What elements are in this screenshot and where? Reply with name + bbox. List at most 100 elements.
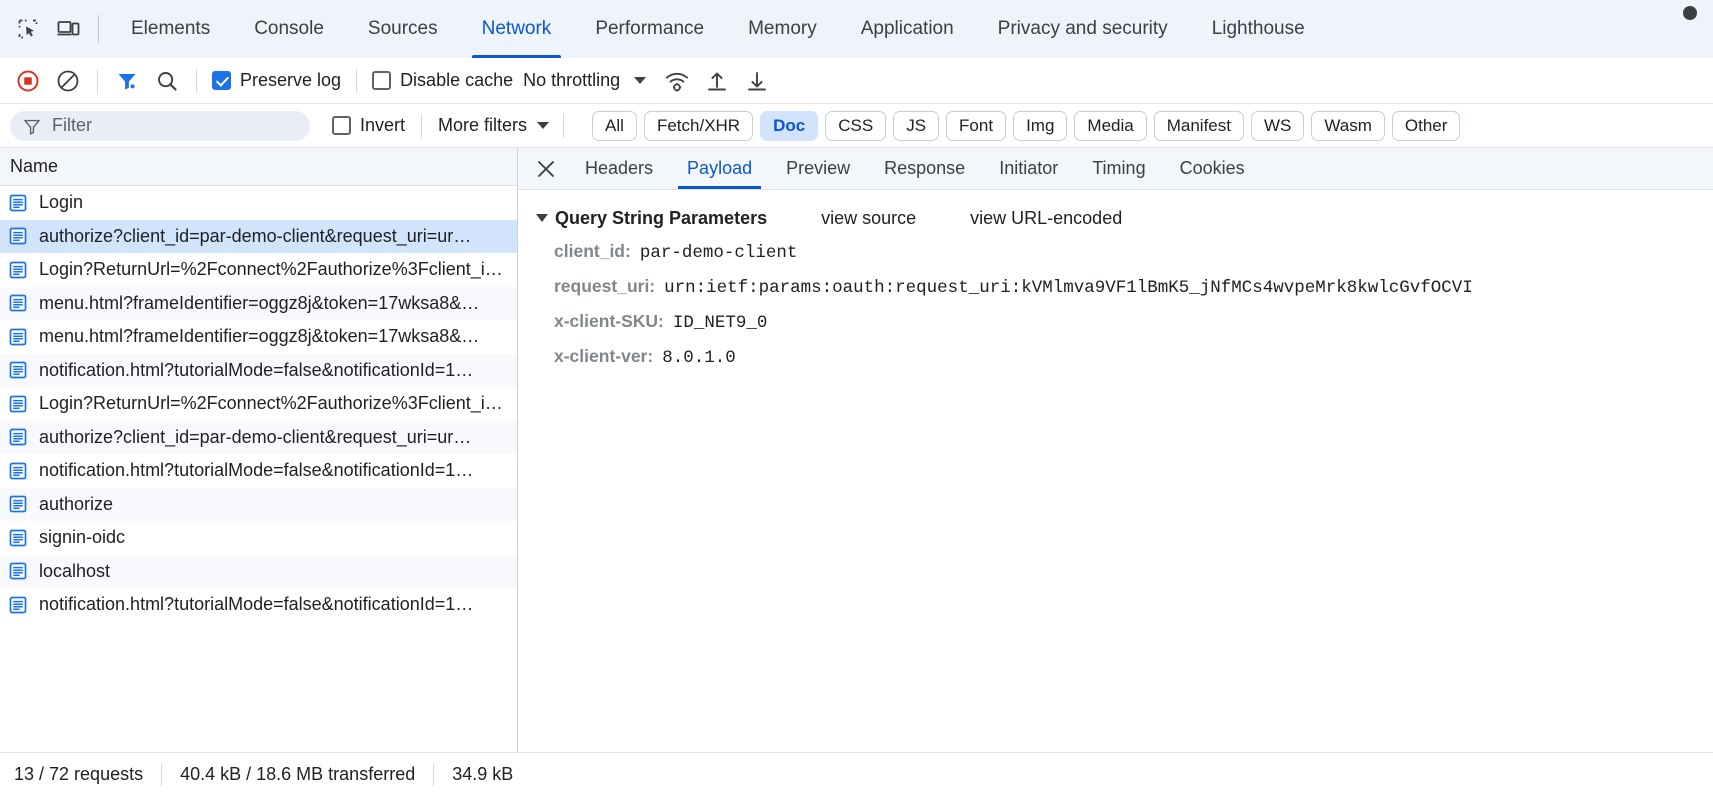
- panel-tab-console[interactable]: Console: [232, 0, 346, 58]
- payload-param-row: client_id:par-demo-client: [518, 241, 1713, 276]
- document-request-icon: [9, 562, 27, 580]
- request-row[interactable]: Login?ReturnUrl=%2Fconnect%2Fauthorize%3…: [0, 253, 517, 287]
- triangle-down-icon[interactable]: [536, 214, 548, 222]
- view-source-link[interactable]: view source: [821, 207, 917, 228]
- chip-label: Fetch/XHR: [656, 115, 741, 135]
- request-row[interactable]: signin-oidc: [0, 521, 517, 555]
- request-row[interactable]: menu.html?frameIdentifier=oggz8j&token=1…: [0, 320, 517, 354]
- detail-tab-headers[interactable]: Headers: [568, 148, 670, 189]
- close-icon[interactable]: [524, 148, 568, 189]
- payload-param-row: x-client-ver:8.0.1.0: [518, 346, 1713, 381]
- invert-checkbox-box[interactable]: [332, 116, 351, 135]
- request-row[interactable]: Login: [0, 186, 517, 220]
- detail-tab-response[interactable]: Response: [867, 148, 982, 189]
- request-row[interactable]: notification.html?tutorialMode=false&not…: [0, 353, 517, 387]
- panel-tab-application[interactable]: Application: [839, 0, 976, 58]
- request-row[interactable]: notification.html?tutorialMode=false&not…: [0, 454, 517, 488]
- filter-funnel-icon: [24, 119, 40, 135]
- view-url-encoded-link[interactable]: view URL-encoded: [970, 207, 1123, 228]
- chip-font[interactable]: Font: [946, 110, 1007, 141]
- panel-tab-elements[interactable]: Elements: [109, 0, 232, 58]
- payload-param-key: request_uri:: [554, 276, 656, 296]
- clear-network-log-icon[interactable]: [51, 64, 85, 98]
- detail-tab-payload[interactable]: Payload: [670, 148, 769, 189]
- request-list-header[interactable]: Name: [0, 148, 517, 186]
- detail-tabs: Headers Payload Preview Response Initiat…: [518, 148, 1713, 190]
- invert-checkbox[interactable]: Invert: [332, 115, 405, 136]
- chip-label: Other: [1404, 115, 1448, 135]
- network-toolbar: Preserve log Disable cache No throttling: [0, 58, 1713, 104]
- document-request-icon: [9, 529, 27, 547]
- chip-label: All: [605, 115, 624, 135]
- record-stop-icon[interactable]: [11, 64, 45, 98]
- device-toolbar-icon[interactable]: [48, 9, 88, 49]
- chip-all[interactable]: All: [592, 110, 637, 141]
- request-detail-pane: Headers Payload Preview Response Initiat…: [518, 148, 1713, 752]
- panel-tab-label: Application: [860, 18, 954, 39]
- chip-wasm[interactable]: Wasm: [1311, 110, 1385, 141]
- chip-media[interactable]: Media: [1074, 110, 1147, 141]
- detail-tab-cookies[interactable]: Cookies: [1163, 148, 1262, 189]
- panel-tab-memory[interactable]: Memory: [726, 0, 839, 58]
- chip-js[interactable]: JS: [893, 110, 940, 141]
- chip-label: Manifest: [1166, 115, 1231, 135]
- request-name: menu.html?frameIdentifier=oggz8j&token=1…: [39, 326, 480, 347]
- resource-type-chips: All Fetch/XHR Doc CSS JS Font Img Media …: [592, 110, 1461, 141]
- document-request-icon: [9, 294, 27, 312]
- preserve-log-checkbox-box[interactable]: [212, 71, 231, 90]
- panel-tab-privacy-and-security[interactable]: Privacy and security: [976, 0, 1190, 58]
- network-status-bar: 13 / 72 requests 40.4 kB / 18.6 MB trans…: [0, 752, 1713, 796]
- disable-cache-checkbox[interactable]: Disable cache: [366, 64, 519, 98]
- detail-tab-timing[interactable]: Timing: [1075, 148, 1162, 189]
- request-name: notification.html?tutorialMode=false&not…: [39, 460, 474, 481]
- detail-tab-label: Cookies: [1179, 158, 1245, 178]
- filter-funnel-icon[interactable]: [110, 64, 144, 98]
- payload-param-value: ID_NET9_0: [672, 313, 768, 333]
- document-request-icon: [9, 261, 27, 279]
- request-row[interactable]: localhost: [0, 554, 517, 588]
- import-har-icon[interactable]: [700, 64, 734, 98]
- wifi-settings-icon[interactable]: [660, 64, 694, 98]
- chip-manifest[interactable]: Manifest: [1153, 110, 1244, 141]
- document-request-icon: [9, 428, 27, 446]
- more-tabs-dot-icon[interactable]: [1683, 6, 1697, 20]
- detail-tab-initiator[interactable]: Initiator: [982, 148, 1075, 189]
- chip-css[interactable]: CSS: [825, 110, 887, 141]
- disable-cache-checkbox-box[interactable]: [372, 71, 392, 90]
- search-icon[interactable]: [150, 64, 184, 98]
- detail-tab-preview[interactable]: Preview: [769, 148, 867, 189]
- query-string-parameters-section-header: Query String Parameters view source view…: [518, 204, 1713, 232]
- request-row[interactable]: menu.html?frameIdentifier=oggz8j&token=1…: [0, 286, 517, 320]
- payload-param-key: client_id:: [554, 241, 631, 261]
- chip-doc[interactable]: Doc: [760, 110, 819, 141]
- detail-tab-label: Preview: [786, 158, 851, 178]
- chevron-down-icon: [537, 122, 550, 129]
- filter-input[interactable]: Filter: [10, 110, 310, 141]
- request-row[interactable]: notification.html?tutorialMode=false&not…: [0, 588, 517, 622]
- panel-tab-performance[interactable]: Performance: [573, 0, 726, 58]
- request-row[interactable]: authorize: [0, 487, 517, 521]
- inspect-element-icon[interactable]: [8, 9, 48, 49]
- export-har-icon[interactable]: [740, 64, 774, 98]
- request-row[interactable]: authorize?client_id=par-demo-client&requ…: [0, 420, 517, 454]
- chip-img[interactable]: Img: [1013, 110, 1068, 141]
- panel-tab-lighthouse[interactable]: Lighthouse: [1190, 0, 1327, 58]
- preserve-log-checkbox[interactable]: Preserve log: [206, 64, 347, 98]
- chip-other[interactable]: Other: [1391, 110, 1461, 141]
- throttling-dropdown[interactable]: No throttling: [519, 64, 650, 98]
- document-request-icon: [9, 361, 27, 379]
- chip-label: Font: [959, 115, 994, 135]
- panel-tabs: Elements Console Sources Network Perform…: [109, 0, 1327, 58]
- chip-fetch-xhr[interactable]: Fetch/XHR: [643, 110, 754, 141]
- payload-param-row: request_uri:urn:ietf:params:oauth:reques…: [518, 276, 1713, 311]
- filterbar-divider: [421, 113, 423, 138]
- more-filters-dropdown[interactable]: More filters: [438, 115, 550, 136]
- panel-tab-sources[interactable]: Sources: [346, 0, 460, 58]
- request-row[interactable]: Login?ReturnUrl=%2Fconnect%2Fauthorize%3…: [0, 387, 517, 421]
- chip-ws[interactable]: WS: [1250, 110, 1305, 141]
- request-row[interactable]: authorize?client_id=par-demo-client&requ…: [0, 219, 517, 253]
- panel-tab-network[interactable]: Network: [460, 0, 574, 58]
- preserve-log-label: Preserve log: [240, 70, 342, 90]
